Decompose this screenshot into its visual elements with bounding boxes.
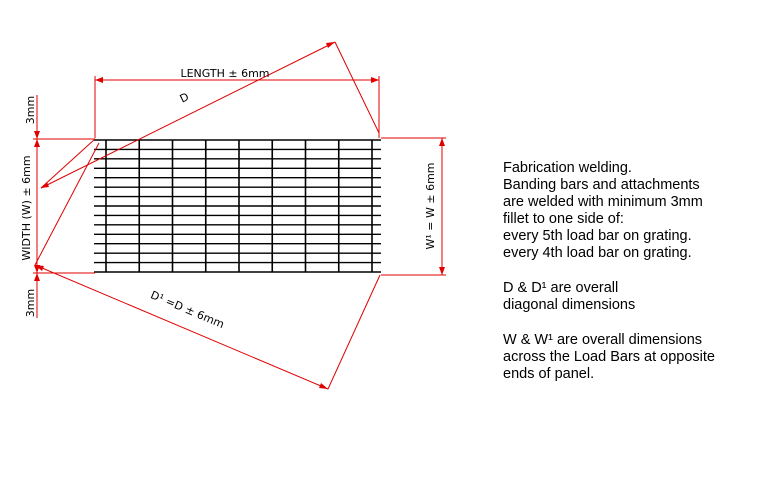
note-line: diagonal dimensions	[503, 297, 636, 313]
note-line: D & D¹ are overall	[503, 280, 619, 296]
arrowhead	[41, 182, 49, 188]
length-label: LENGTH ± 6mm	[180, 67, 269, 80]
dimension-lines	[33, 41, 446, 390]
arrowhead	[34, 273, 40, 281]
bottom-tolerance-label: 3mm	[24, 289, 37, 317]
diagonal-d1-extension-left	[34, 142, 100, 266]
diagonal-d-extension-right	[334, 41, 380, 134]
note-line: are welded with minimum 3mm	[503, 194, 703, 210]
note-line: Fabrication welding.	[503, 160, 632, 176]
top-tolerance-label: 3mm	[24, 96, 37, 124]
arrowhead	[34, 131, 40, 139]
arrowhead	[371, 77, 379, 83]
diagonal-d1-label: D¹ =D ± 6mm	[149, 288, 227, 331]
diagonal-d-label: D	[178, 90, 191, 105]
arrowhead	[35, 265, 44, 271]
diagonal-d1-extension-right	[327, 274, 381, 390]
note-welding: Fabrication welding. Banding bars and at…	[503, 160, 773, 262]
diagonal-d1-line	[34, 264, 329, 390]
note-line: across the Load Bars at opposite	[503, 349, 715, 365]
note-line: every 4th load bar on grating.	[503, 245, 692, 261]
arrowhead	[326, 42, 335, 48]
diagonal-d-extension-left	[40, 138, 96, 189]
diagonal-d-line	[40, 41, 336, 189]
note-line: every 5th load bar on grating.	[503, 228, 692, 244]
note-diagonals: D & D¹ are overall diagonal dimensions	[503, 280, 773, 314]
arrowhead	[95, 77, 103, 83]
width-prime-label: W¹ = W ± 6mm	[424, 162, 437, 249]
grating-panel	[94, 139, 381, 273]
arrowhead	[439, 138, 445, 146]
arrowheads	[34, 42, 445, 389]
arrowhead	[34, 139, 40, 147]
fabrication-notes: Fabrication welding. Banding bars and at…	[503, 160, 773, 401]
note-line: W & W¹ are overall dimensions	[503, 332, 703, 348]
note-widths: W & W¹ are overall dimensions across the…	[503, 332, 773, 383]
arrowhead	[439, 267, 445, 275]
note-line: fillet to one side of:	[503, 211, 624, 227]
note-line: Banding bars and attachments	[503, 177, 700, 193]
note-line: ends of panel.	[503, 366, 595, 382]
arrowhead	[319, 383, 328, 389]
width-label: WIDTH (W) ± 6mm	[20, 155, 33, 260]
